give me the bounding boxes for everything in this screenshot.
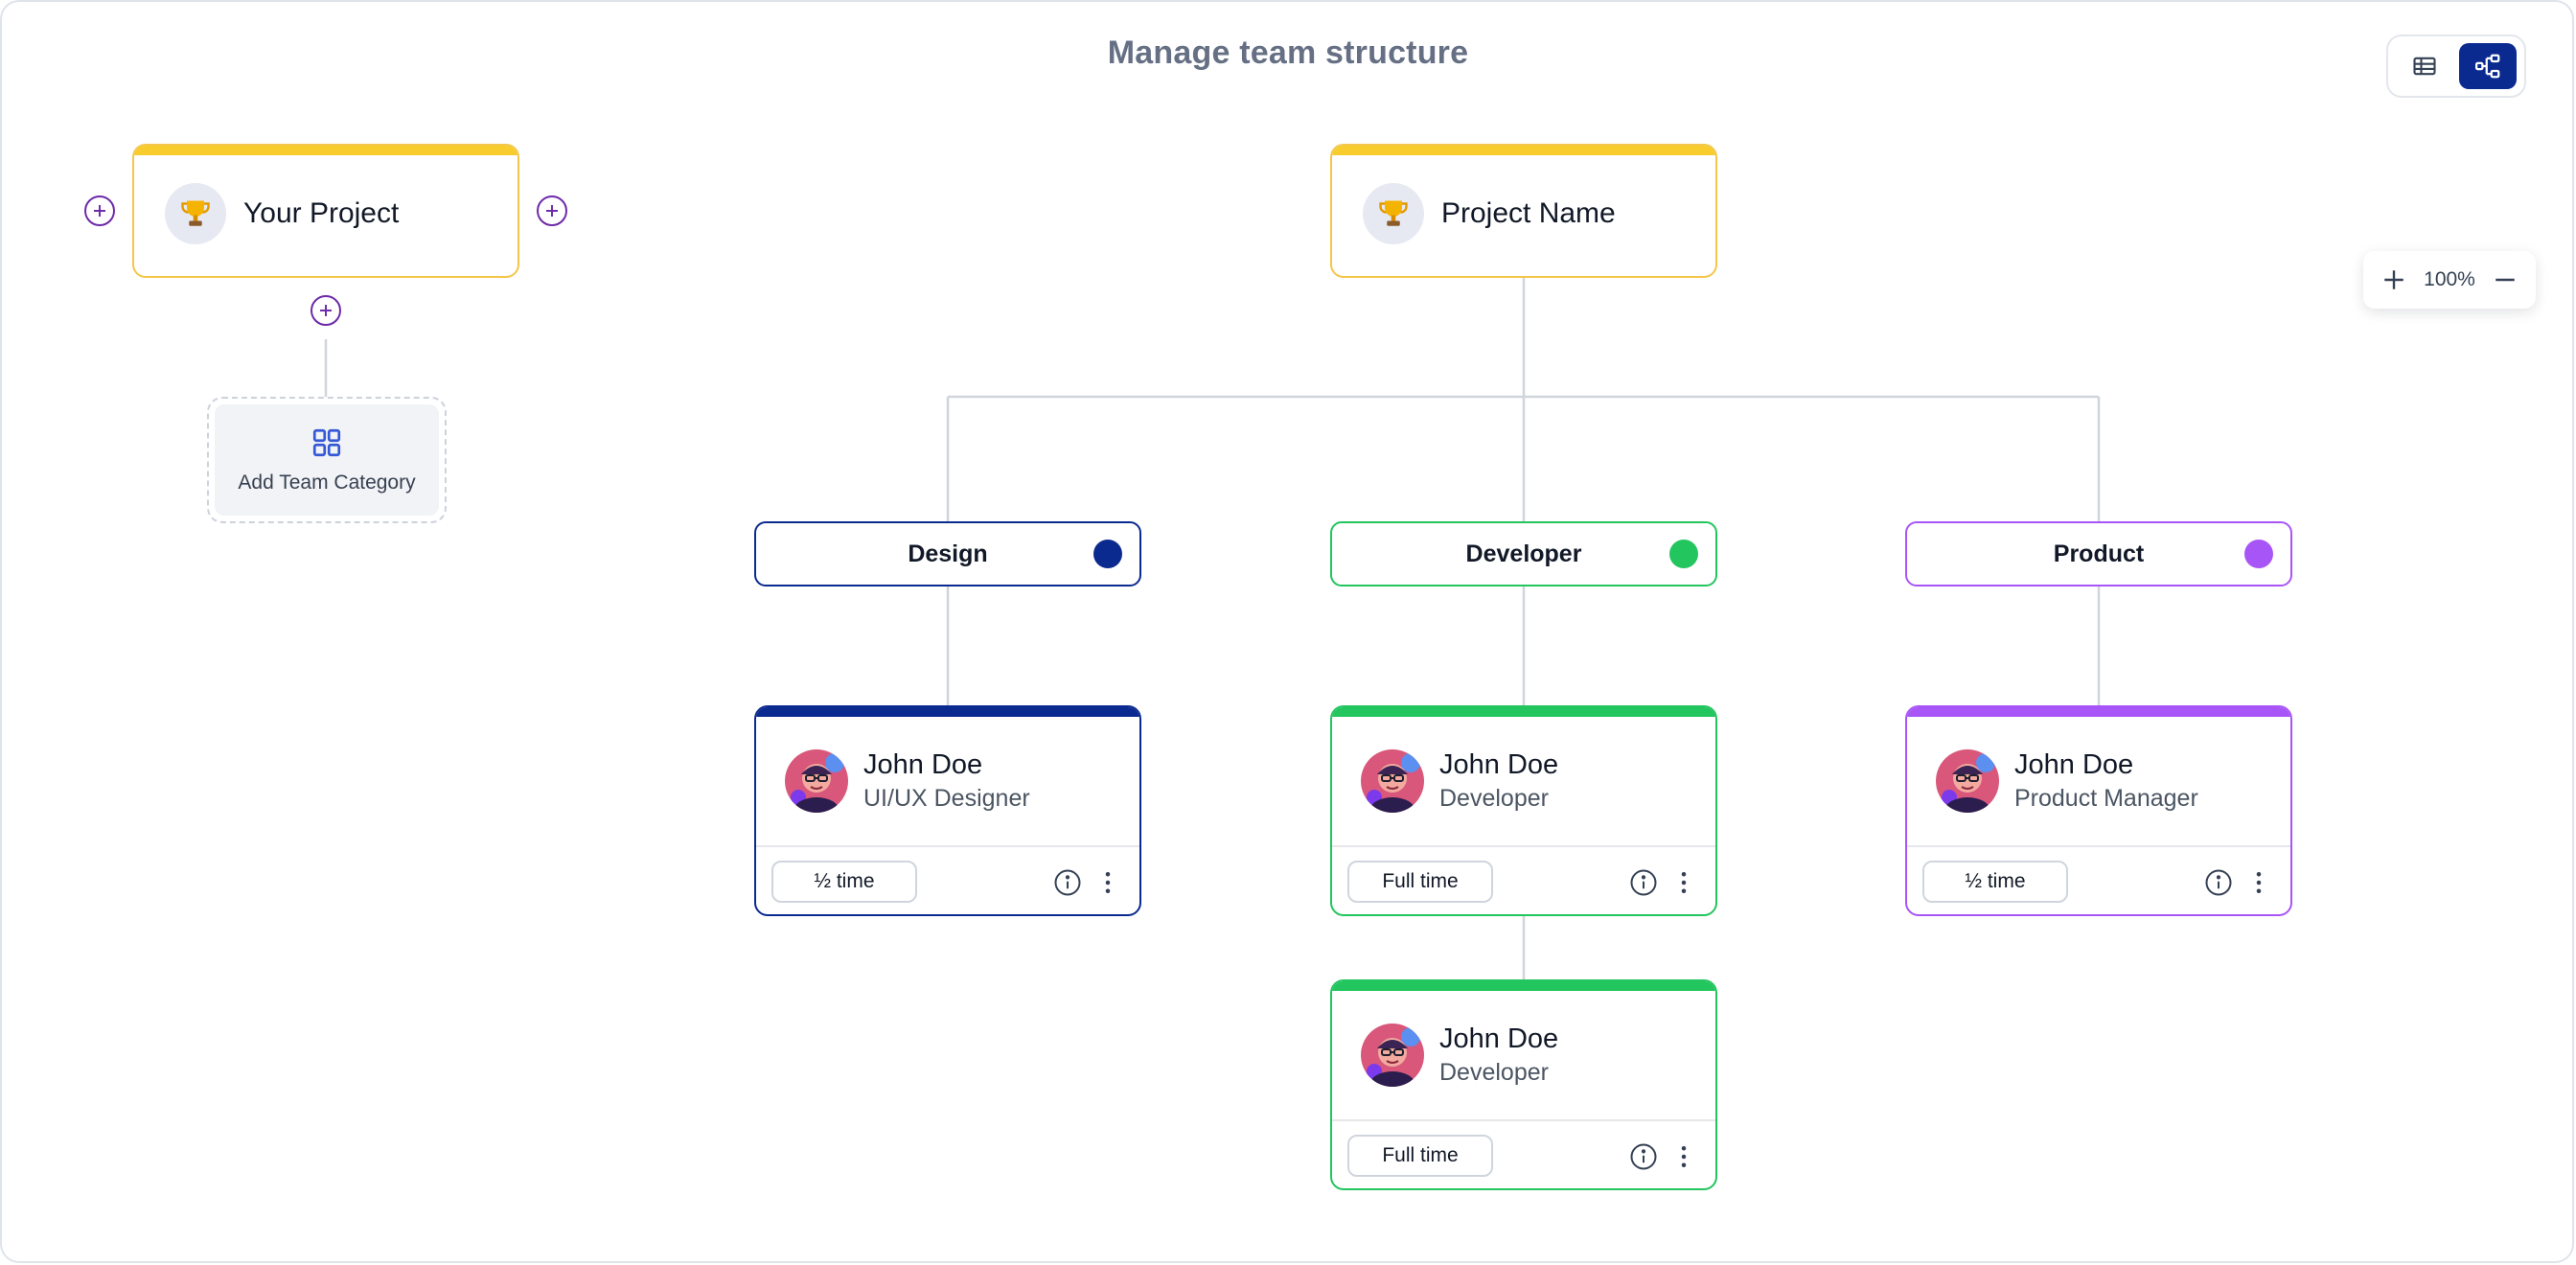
member-color-bar bbox=[1332, 981, 1715, 991]
member-text: John Doe UI/UX Designer bbox=[863, 748, 1030, 815]
member-header: John Doe Product Manager bbox=[1936, 748, 2198, 815]
main-project-card[interactable]: Project Name bbox=[1330, 144, 1717, 278]
member-role: Developer bbox=[1439, 785, 1549, 812]
divider bbox=[756, 845, 1139, 847]
member-card[interactable]: John Doe UI/UX Designer ½ time bbox=[754, 705, 1141, 916]
add-right-button[interactable] bbox=[537, 196, 567, 226]
category-label: Design bbox=[908, 540, 988, 567]
member-text: John Doe Developer bbox=[1439, 1022, 1558, 1089]
category-color-dot bbox=[2244, 540, 2273, 568]
table-view-button[interactable] bbox=[2396, 43, 2453, 89]
divider bbox=[1332, 845, 1715, 847]
category-developer[interactable]: Developer bbox=[1330, 521, 1717, 586]
member-header: John Doe Developer bbox=[1361, 1022, 1558, 1089]
trophy-avatar bbox=[1363, 183, 1424, 244]
zoom-control: 100% bbox=[2363, 251, 2536, 309]
project-label: Your Project bbox=[243, 197, 400, 229]
member-text: John Doe Product Manager bbox=[2014, 748, 2198, 815]
grid-icon bbox=[312, 428, 341, 457]
member-card[interactable]: John Doe Developer Full time bbox=[1330, 979, 1717, 1190]
more-options-icon[interactable] bbox=[1669, 868, 1698, 897]
avatar-image bbox=[1361, 1024, 1424, 1087]
time-allocation-chip[interactable]: ½ time bbox=[1922, 861, 2068, 903]
tree-view-button[interactable] bbox=[2459, 43, 2517, 89]
divider bbox=[1332, 1119, 1715, 1121]
zoom-out-button[interactable] bbox=[2490, 264, 2520, 295]
info-icon[interactable] bbox=[2204, 868, 2233, 897]
member-color-bar bbox=[756, 707, 1139, 717]
info-icon[interactable] bbox=[1053, 868, 1082, 897]
project-label: Project Name bbox=[1441, 197, 1616, 229]
time-allocation-chip[interactable]: Full time bbox=[1347, 1135, 1493, 1177]
member-card[interactable]: John Doe Product Manager ½ time bbox=[1905, 705, 2292, 916]
avatar bbox=[785, 749, 848, 813]
zoom-level: 100% bbox=[2424, 268, 2475, 290]
zoom-in-button[interactable] bbox=[2379, 264, 2409, 295]
trophy-icon bbox=[1379, 200, 1408, 226]
avatar bbox=[1361, 749, 1424, 813]
member-name: John Doe bbox=[1439, 1024, 1559, 1054]
trophy-avatar bbox=[165, 183, 226, 244]
category-label: Developer bbox=[1465, 540, 1582, 567]
page-title: Manage team structure bbox=[1107, 34, 1469, 71]
member-color-bar bbox=[1907, 707, 2290, 717]
table-view-icon bbox=[2413, 57, 2436, 76]
add-team-category-button[interactable]: Add Team Category bbox=[207, 397, 447, 523]
member-header: John Doe UI/UX Designer bbox=[785, 748, 1030, 815]
view-toggle bbox=[2386, 34, 2526, 98]
avatar bbox=[1361, 1024, 1424, 1087]
category-design[interactable]: Design bbox=[754, 521, 1141, 586]
add-below-button[interactable] bbox=[310, 295, 341, 326]
tree-view-icon bbox=[2475, 54, 2500, 79]
trophy-icon bbox=[181, 200, 210, 226]
member-text: John Doe Developer bbox=[1439, 748, 1558, 815]
member-color-bar bbox=[1332, 707, 1715, 717]
more-options-icon[interactable] bbox=[1093, 868, 1122, 897]
divider bbox=[1907, 845, 2290, 847]
time-allocation-chip[interactable]: Full time bbox=[1347, 861, 1493, 903]
avatar bbox=[1936, 749, 1999, 813]
avatar-image bbox=[1361, 749, 1424, 813]
more-options-icon[interactable] bbox=[1669, 1142, 1698, 1171]
plus-icon bbox=[94, 205, 105, 217]
category-label: Product bbox=[2053, 540, 2145, 567]
avatar-image bbox=[785, 749, 848, 813]
more-options-icon[interactable] bbox=[2244, 868, 2273, 897]
your-project-card[interactable]: Your Project bbox=[132, 144, 519, 278]
plus-icon bbox=[2384, 270, 2404, 289]
time-allocation-chip[interactable]: ½ time bbox=[771, 861, 917, 903]
avatar-image bbox=[1936, 749, 1999, 813]
add-team-category-label: Add Team Category bbox=[238, 472, 416, 494]
category-color-dot bbox=[1093, 540, 1122, 568]
member-name: John Doe bbox=[1439, 749, 1559, 780]
member-name: John Doe bbox=[863, 749, 983, 780]
minus-icon bbox=[2496, 278, 2515, 282]
member-header: John Doe Developer bbox=[1361, 748, 1558, 815]
category-color-dot bbox=[1669, 540, 1698, 568]
info-icon[interactable] bbox=[1629, 1142, 1658, 1171]
plus-icon bbox=[546, 205, 558, 217]
member-role: Product Manager bbox=[2014, 785, 2198, 812]
plus-icon bbox=[320, 305, 332, 316]
add-team-category-body: Add Team Category bbox=[215, 404, 439, 516]
add-left-button[interactable] bbox=[84, 196, 115, 226]
info-icon[interactable] bbox=[1629, 868, 1658, 897]
member-name: John Doe bbox=[2014, 749, 2134, 780]
member-role: UI/UX Designer bbox=[863, 785, 1030, 812]
category-product[interactable]: Product bbox=[1905, 521, 2292, 586]
member-role: Developer bbox=[1439, 1059, 1549, 1086]
member-card[interactable]: John Doe Developer Full time bbox=[1330, 705, 1717, 916]
